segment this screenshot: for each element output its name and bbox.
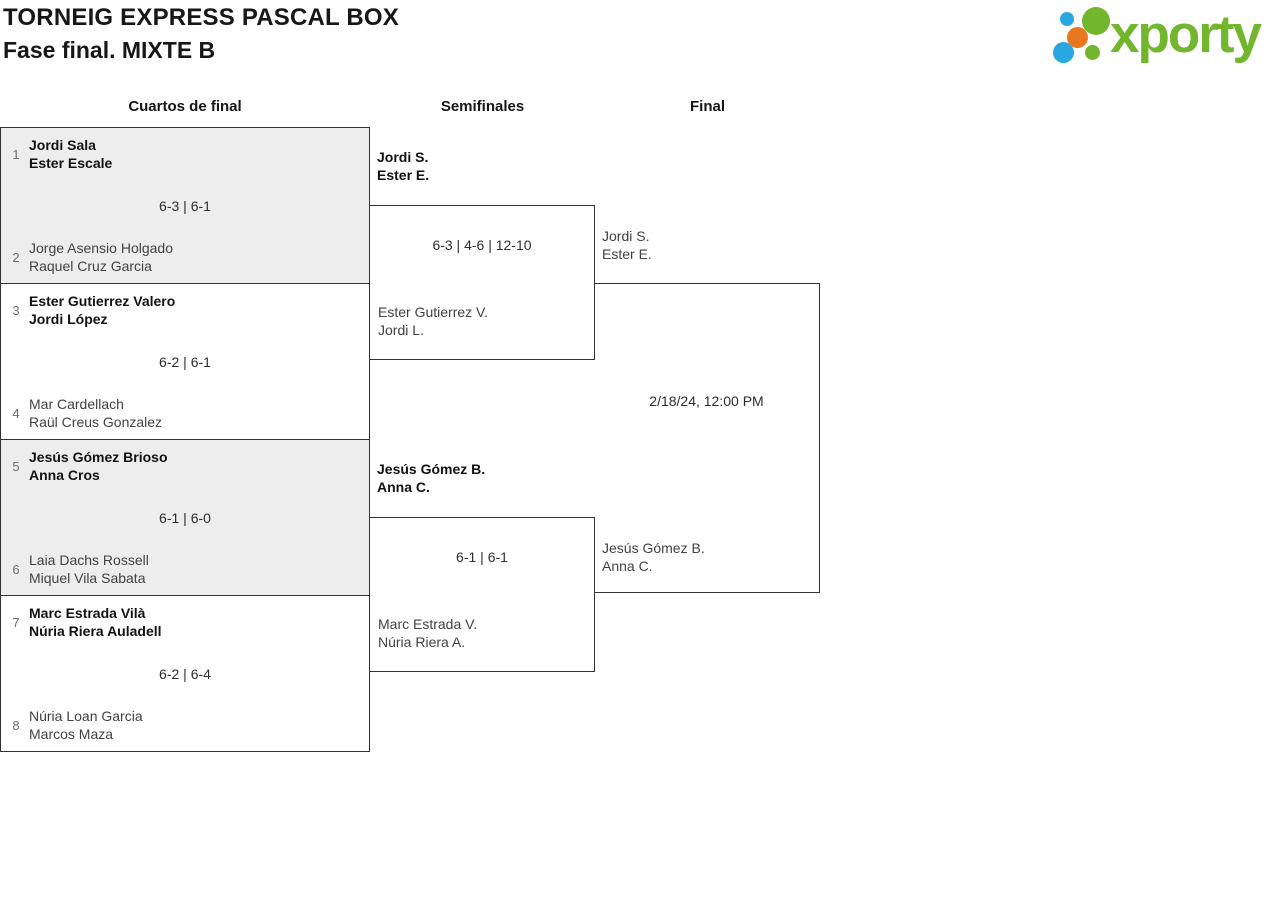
final-bottom-team-names: Jesús Gómez B. Anna C. [602,539,705,575]
team-names: Núria Loan Garcia Marcos Maza [29,707,143,743]
player-name: Ester Gutierrez V. [378,304,488,320]
player-name: Miquel Vila Sabata [29,570,146,586]
player-name: Jesús Gómez B. [602,540,705,556]
round-header-quarterfinals: Cuartos de final [128,98,242,115]
page-subtitle: Fase final. MIXTE B [3,37,216,63]
team-row: 4 Mar Cardellach Raül Creus Gonzalez [9,395,162,431]
seed-number: 6 [12,561,20,577]
player-name: Mar Cardellach [29,396,124,412]
match-score: 6-1 | 6-0 [159,510,211,526]
seed-number: 8 [12,717,20,733]
player-name: Jordi López [29,311,108,327]
team-names: Ester Gutierrez Valero Jordi López [29,292,175,328]
player-name: Jesús Gómez B. [377,461,486,477]
player-name: Anna C. [602,558,653,574]
player-name: Raquel Cruz Garcia [29,258,152,274]
seed-number: 4 [12,405,20,421]
semifinal-2-winner-names: Jesús Gómez B. Anna C. [377,460,485,496]
match-score: 6-2 | 6-4 [159,666,211,682]
round-header-final: Final [689,98,725,115]
final-scheduled-datetime: 2/18/24, 12:00 PM [649,393,764,409]
semifinal-match-1: 6-3 | 4-6 | 12-10 Ester Gutierrez V. Jor… [369,205,595,360]
logo-wordmark: xporty [1110,5,1262,64]
semifinal-1-winner-names: Jordi S. Ester E. [377,148,429,184]
match-score: 6-2 | 6-1 [159,354,211,370]
team-row: 2 Jorge Asensio Holgado Raquel Cruz Garc… [9,239,173,275]
xporty-logo[interactable]: xporty [1048,0,1280,75]
player-name: Jordi S. [602,228,650,244]
team-names: Jorge Asensio Holgado Raquel Cruz Garcia [29,239,173,275]
player-name: Ester Escale [29,155,113,171]
logo-dot-icon [1060,12,1074,26]
final-match: 2/18/24, 12:00 PM [594,283,820,593]
player-name: Anna C. [377,479,430,495]
player-name: Núria Riera A. [378,634,466,650]
logo-dot-icon [1085,45,1100,60]
player-name: Marc Estrada V. [378,616,478,632]
player-name: Raül Creus Gonzalez [29,414,163,430]
team-row: 6 Laia Dachs Rossell Miquel Vila Sabata [9,551,149,587]
player-name: Laia Dachs Rossell [29,552,149,568]
player-name: Jesús Gómez Brioso [29,449,168,465]
quarterfinal-match-4: 7 Marc Estrada Vilà Núria Riera Auladell… [0,595,370,752]
player-name: Jordi L. [378,322,424,338]
match-score: 6-3 | 4-6 | 12-10 [432,237,532,253]
seed-number: 7 [12,614,20,630]
team-row: 1 Jordi Sala Ester Escale [9,136,112,172]
quarterfinal-match-1: 1 Jordi Sala Ester Escale 6-3 | 6-1 2 Jo… [0,127,370,284]
team-row: 7 Marc Estrada Vilà Núria Riera Auladell [9,604,162,640]
round-header-semifinals: Semifinales [440,98,525,115]
team-names: Jordi Sala Ester Escale [29,136,112,172]
team-row: 5 Jesús Gómez Brioso Anna Cros [9,448,168,484]
final-top-team-names: Jordi S. Ester E. [602,227,652,263]
seed-number: 3 [12,302,20,318]
player-name: Ester E. [602,246,652,262]
seed-number: 2 [12,249,20,265]
team-names: Mar Cardellach Raül Creus Gonzalez [29,395,162,431]
quarterfinal-match-3: 5 Jesús Gómez Brioso Anna Cros 6-1 | 6-0… [0,439,370,596]
player-name: Núria Riera Auladell [29,623,162,639]
seed-number: 5 [12,458,20,474]
player-name: Núria Loan Garcia [29,708,143,724]
player-name: Jordi Sala [29,137,96,153]
match-score: 6-1 | 6-1 [456,549,508,565]
seed-number: 1 [12,146,20,162]
team-names: Jesús Gómez Brioso Anna Cros [29,448,168,484]
player-name: Ester Gutierrez Valero [29,293,176,309]
match-score: 6-3 | 6-1 [159,198,211,214]
player-name: Anna Cros [29,467,100,483]
player-name: Jorge Asensio Holgado [29,240,173,256]
semifinal-match-2: 6-1 | 6-1 Marc Estrada V. Núria Riera A. [369,517,595,672]
team-names: Laia Dachs Rossell Miquel Vila Sabata [29,551,149,587]
page-title: TORNEIG EXPRESS PASCAL BOX [3,4,399,31]
quarterfinal-match-2: 3 Ester Gutierrez Valero Jordi López 6-2… [0,283,370,440]
semifinal-1-loser-names: Ester Gutierrez V. Jordi L. [378,303,488,339]
player-name: Marc Estrada Vilà [29,605,146,621]
logo-dot-icon [1082,7,1110,35]
logo-dot-icon [1067,27,1088,48]
semifinal-2-loser-names: Marc Estrada V. Núria Riera A. [378,615,477,651]
player-name: Jordi S. [377,149,429,165]
logo-dot-icon [1053,42,1074,63]
player-name: Marcos Maza [29,726,114,742]
team-row: 8 Núria Loan Garcia Marcos Maza [9,707,143,743]
team-names: Marc Estrada Vilà Núria Riera Auladell [29,604,162,640]
player-name: Ester E. [377,167,430,183]
team-row: 3 Ester Gutierrez Valero Jordi López [9,292,175,328]
